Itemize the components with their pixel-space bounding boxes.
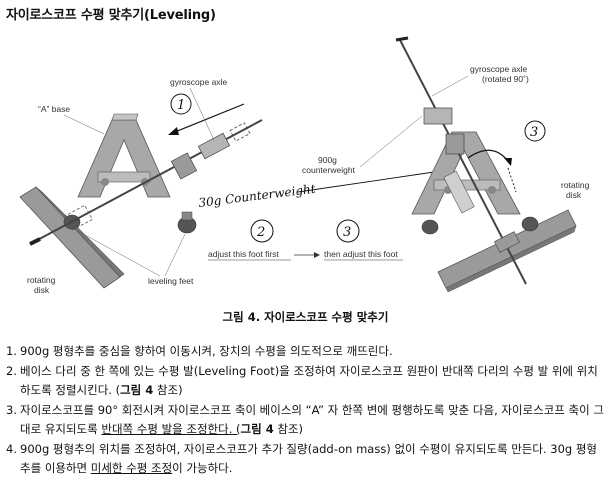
label-gyroscope-axle-right-2: (rotated 90˚) (482, 74, 529, 84)
handwritten-circle-3a: 3 (343, 225, 351, 240)
instruction-steps: 1. 900g 평형추를 중심을 향하여 이동시켜, 장치의 수평을 의도적으로… (6, 342, 606, 479)
left-rotating-disk (19, 186, 121, 289)
label-rotating-disk-right-1: rotating (561, 180, 590, 190)
step-3-number: 3. (6, 402, 17, 417)
step-1-number: 1. (6, 344, 17, 358)
step-4: 4. 900g 평형추의 위치를 조정하여, 자이로스코프가 추가 질량(add… (6, 440, 606, 479)
handwritten-circle-2: 2 (256, 225, 265, 240)
handwritten-30g-counterweight: 30g Counterweight (198, 182, 317, 210)
step-2-figure-ref: 그림 4 (120, 383, 154, 397)
label-adjust-first: adjust this foot first (208, 249, 280, 259)
step-2-text: 베이스 다리 중 한 쪽에 있는 수평 발(Leveling Foot)을 조정… (20, 363, 598, 398)
label-then-adjust: then adjust this foot (324, 249, 398, 259)
right-gyroscope-axle (395, 36, 527, 285)
label-gyroscope-axle-right-1: gyroscope axle (470, 64, 527, 74)
label-rotating-disk-right-2: disk (566, 190, 582, 200)
step-1-text: 900g 평형추를 중심을 향하여 이동시켜, 장치의 수평을 의도적으로 깨뜨… (20, 344, 393, 358)
label-gyroscope-axle-left: gyroscope axle (170, 77, 227, 87)
step-3-figure-ref: 그림 4 (240, 422, 274, 436)
handwritten-circle-3b: 3 (530, 125, 538, 140)
step-4-text: 900g 평형추의 위치를 조정하여, 자이로스코프가 추가 질량(add-on… (20, 441, 598, 476)
right-gyroscope-illustration: 3 gyroscope axle (rotated 90˚) 900g coun… (302, 36, 590, 293)
left-a-base (77, 113, 171, 198)
label-counterweight-900g: 900g (318, 155, 337, 165)
label-counterweight: counterweight (302, 165, 356, 175)
step-3-text-end: 참조) (273, 422, 304, 436)
step-3: 3. 자이로스코프를 90° 회전시켜 자이로스코프 축이 베이스의 “A” 자… (6, 401, 606, 440)
step-4-text-end: 이 가능하다. (172, 461, 233, 475)
step-1: 1. 900g 평형추를 중심을 향하여 이동시켜, 장치의 수평을 의도적으로… (6, 342, 606, 362)
step-3-text: 자이로스코프를 90° 회전시켜 자이로스코프 축이 베이스의 “A” 자 한쪽… (20, 402, 604, 437)
label-a-base: “A” base (38, 104, 70, 114)
step-2-text-end: 참조) (153, 383, 183, 397)
step-2: 2. 베이스 다리 중 한 쪽에 있는 수평 발(Leveling Foot)을… (6, 362, 606, 401)
handwritten-circle-1: 1 (177, 98, 185, 113)
step-2-number: 2. (6, 363, 17, 378)
leveling-figure: gyroscope axle “A” base rotating disk le… (19, 36, 590, 295)
step-3-underlined: 반대쪽 수평 발을 조정한다. ( (101, 422, 241, 436)
label-rotating-disk-left-2: disk (34, 285, 50, 295)
step-4-number: 4. (6, 441, 17, 456)
left-gyroscope-illustration: gyroscope axle “A” base rotating disk le… (19, 77, 263, 295)
step-4-underlined: 미세한 수평 조정 (90, 461, 173, 475)
right-a-base (411, 131, 521, 215)
figure-caption: 그림 4. 자이로스코프 수평 맞추기 (222, 310, 389, 324)
left-gyroscope-axle (29, 119, 263, 246)
document-title: 자이로스코프 수평 맞추기(Leveling) (6, 8, 216, 23)
label-leveling-feet: leveling feet (148, 276, 194, 286)
label-rotating-disk-left-1: rotating (27, 275, 56, 285)
